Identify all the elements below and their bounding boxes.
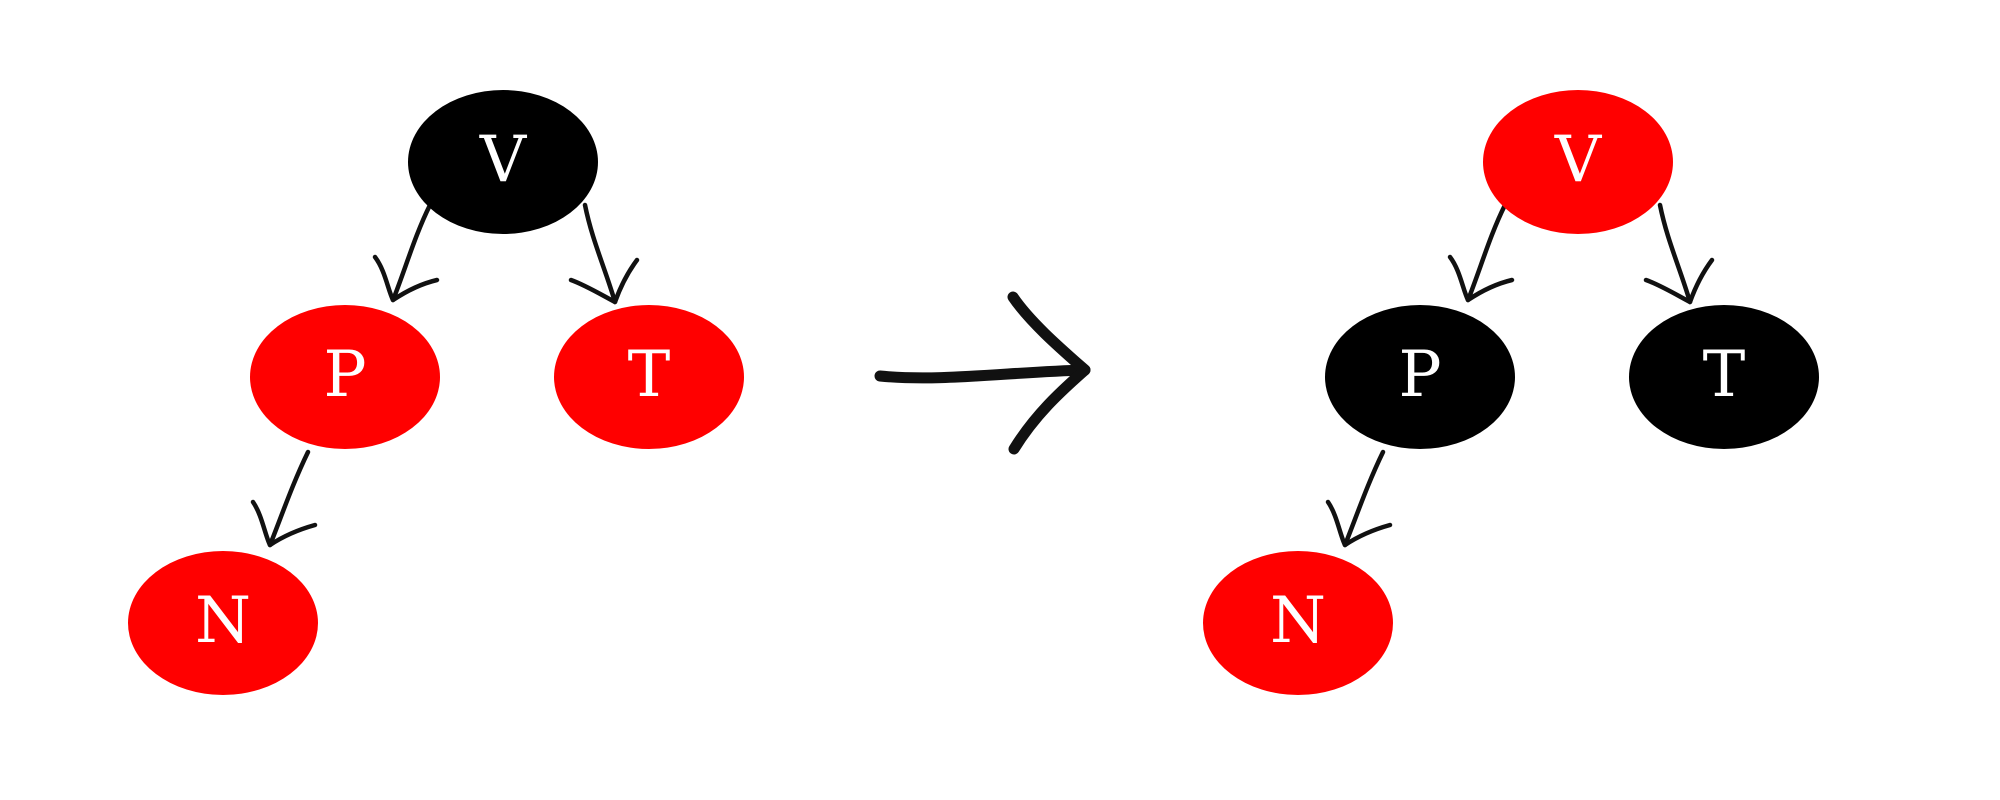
tree-node-t-after: T [1629,305,1819,449]
node-n-shape [128,551,318,695]
node-v-after-label: V [1554,123,1603,197]
node-t-after-shape [1629,305,1819,449]
tree-node-v: V [408,90,598,234]
node-t-label: T [628,338,671,412]
edge-p-n [250,449,318,548]
node-n-label: N [195,584,251,658]
tree-node-t: T [554,305,744,449]
node-p-shape [250,305,440,449]
tree-node-p-after: P [1325,305,1515,449]
node-p-label: P [323,338,366,412]
tree-node-v-after: V [1483,90,1673,234]
edge-v-p [372,202,440,303]
edge-v-t-after [1643,202,1715,305]
node-v-shape [408,90,598,234]
before-tree: V P T N [128,90,744,695]
node-t-after-label: T [1703,338,1746,412]
node-p-after-shape [1325,305,1515,449]
tree-node-n-after: N [1203,551,1393,695]
edge-v-p-after [1447,202,1515,303]
tree-node-p: P [250,305,440,449]
node-p-after-label: P [1398,338,1441,412]
node-v-after-shape [1483,90,1673,234]
right-arrow-icon [874,291,1091,455]
after-tree: V P T N [1203,90,1819,695]
node-n-after-label: N [1270,584,1326,658]
node-v-label: V [479,123,528,197]
edge-v-t [568,202,640,305]
node-t-shape [554,305,744,449]
edge-p-n-after [1325,449,1393,548]
tree-node-n: N [128,551,318,695]
node-n-after-shape [1203,551,1393,695]
